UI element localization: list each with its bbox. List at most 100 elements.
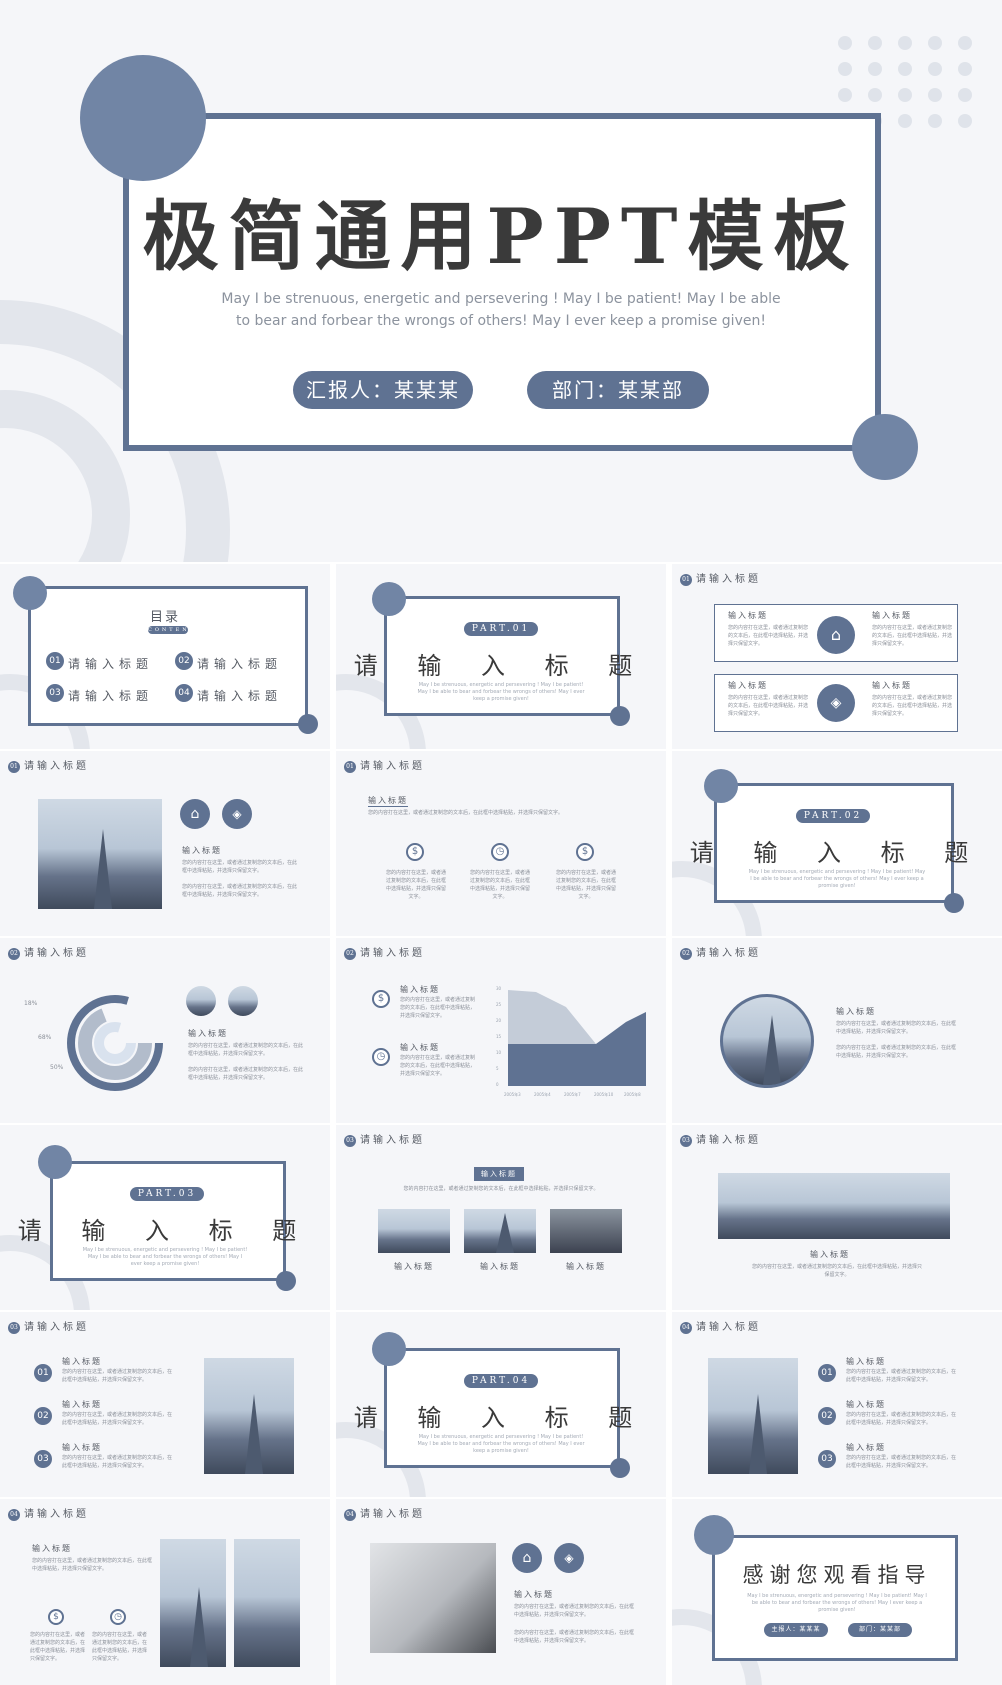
contents-item[interactable]: 请输入标题 bbox=[68, 657, 154, 671]
part-fine-text: May I be strenuous, energetic and persev… bbox=[748, 869, 926, 889]
city-photo bbox=[234, 1539, 300, 1667]
svg-text:2005年10: 2005年10 bbox=[594, 1091, 614, 1097]
clock-icon: ◷ bbox=[110, 1609, 126, 1625]
part-fine-text: May I be strenuous, energetic and persev… bbox=[82, 1247, 248, 1267]
part-fine-text: May I be strenuous, energetic and persev… bbox=[417, 1434, 585, 1454]
part-title: 请 输 入 标 题 bbox=[353, 1404, 649, 1432]
city-photo-round bbox=[186, 986, 216, 1016]
reporter-pill: 汇报人：某某某 bbox=[293, 371, 473, 409]
slide-part-01[interactable]: PART.01 请 输 入 标 题 May I be strenuous, en… bbox=[336, 564, 666, 749]
department-pill: 部门：某某部 bbox=[527, 371, 709, 409]
part-title: 请 输 入 标 题 bbox=[353, 652, 649, 680]
dollar-icon: $ bbox=[48, 1609, 64, 1625]
pct-label: 50% bbox=[50, 1064, 64, 1071]
part-fine-text: May I be strenuous, energetic and persev… bbox=[417, 682, 585, 702]
contents-num: 04 bbox=[175, 684, 193, 702]
part-badge: PART.03 bbox=[130, 1187, 204, 1201]
city-photo bbox=[378, 1209, 450, 1253]
svg-text:10: 10 bbox=[496, 1050, 502, 1055]
area-chart: 30 25 20 15 10 5 0 2005年3 2005年4 2005年7 … bbox=[496, 986, 646, 1097]
thanks-reporter: 主报人：某某某 bbox=[764, 1623, 828, 1637]
svg-text:30: 30 bbox=[496, 986, 502, 991]
decorative-circle bbox=[852, 414, 918, 480]
svg-text:25: 25 bbox=[496, 1002, 502, 1007]
cover-subtitle: May I be strenuous, energetic and persev… bbox=[221, 291, 781, 329]
part-title: 请 输 入 标 题 bbox=[17, 1217, 313, 1245]
city-photo-round bbox=[228, 986, 258, 1016]
dollar-icon: $ bbox=[406, 843, 424, 861]
city-photo bbox=[464, 1209, 536, 1253]
pct-label: 18% bbox=[24, 1000, 38, 1007]
thanks-fine-text: May I be strenuous, energetic and persev… bbox=[747, 1593, 927, 1613]
slide-contents[interactable]: 目录 CONTENTS 01 请输入标题 02 请输入标题 03 请输入标题 0… bbox=[0, 564, 330, 749]
thanks-department: 部门：某某部 bbox=[848, 1623, 912, 1637]
contents-item[interactable]: 请输入标题 bbox=[68, 689, 154, 703]
city-photo bbox=[204, 1358, 294, 1474]
svg-text:20: 20 bbox=[496, 1018, 502, 1023]
clock-icon: ◷ bbox=[491, 843, 509, 861]
contents-tag: CONTENTS bbox=[148, 626, 203, 634]
city-photo bbox=[38, 799, 162, 909]
contents-num: 01 bbox=[46, 652, 64, 670]
contents-num: 03 bbox=[46, 684, 64, 702]
part-badge: PART.01 bbox=[464, 622, 538, 636]
contents-num: 02 bbox=[175, 652, 193, 670]
city-photo bbox=[708, 1358, 798, 1474]
svg-text:2005年3: 2005年3 bbox=[504, 1091, 521, 1097]
pct-label: 68% bbox=[38, 1034, 52, 1041]
home-icon: ⌂ bbox=[817, 616, 855, 654]
part-badge: PART.04 bbox=[464, 1374, 538, 1388]
svg-text:2005年7: 2005年7 bbox=[564, 1091, 581, 1097]
laptop-photo bbox=[370, 1543, 496, 1653]
city-photo-round bbox=[720, 994, 814, 1088]
donut-chart bbox=[67, 995, 163, 1091]
contents-title: 目录 bbox=[150, 610, 181, 625]
tag-icon: ◈ bbox=[222, 799, 252, 829]
contents-item[interactable]: 请输入标题 bbox=[197, 657, 283, 671]
svg-text:2005年8: 2005年8 bbox=[624, 1091, 641, 1097]
part-badge: PART.02 bbox=[796, 809, 870, 823]
svg-text:0: 0 bbox=[496, 1082, 499, 1087]
svg-text:5: 5 bbox=[496, 1066, 499, 1071]
home-icon: ⌂ bbox=[180, 799, 210, 829]
part-title: 请 输 入 标 题 bbox=[689, 839, 985, 867]
clock-icon: ◷ bbox=[372, 1048, 390, 1066]
cover-slide: 极简通用PPT模板 May I be strenuous, energetic … bbox=[0, 0, 1002, 562]
slide-part-04[interactable]: PART.04 请 输 入 标 题 May I be strenuous, en… bbox=[336, 1312, 666, 1497]
svg-text:2005年4: 2005年4 bbox=[534, 1091, 551, 1097]
slide-thanks[interactable]: 感谢您观看指导 May I be strenuous, energetic an… bbox=[672, 1499, 1002, 1685]
city-photo bbox=[160, 1539, 226, 1667]
slide-part-02[interactable]: PART.02 请 输 入 标 题 May I be strenuous, en… bbox=[672, 751, 1002, 936]
cover-title: 极简通用PPT模板 bbox=[142, 192, 860, 281]
slide-part-03[interactable]: PART.03 请 输 入 标 题 May I be strenuous, en… bbox=[0, 1125, 330, 1310]
svg-text:15: 15 bbox=[496, 1034, 502, 1039]
contents-item[interactable]: 请输入标题 bbox=[197, 689, 283, 703]
item-badge: 输入标题 bbox=[474, 1167, 524, 1181]
dollar-icon: $ bbox=[372, 990, 390, 1008]
tag-icon: ◈ bbox=[817, 684, 855, 722]
dollar-icon: $ bbox=[576, 843, 594, 861]
city-photo bbox=[550, 1209, 622, 1253]
thanks-title: 感谢您观看指导 bbox=[742, 1563, 932, 1587]
